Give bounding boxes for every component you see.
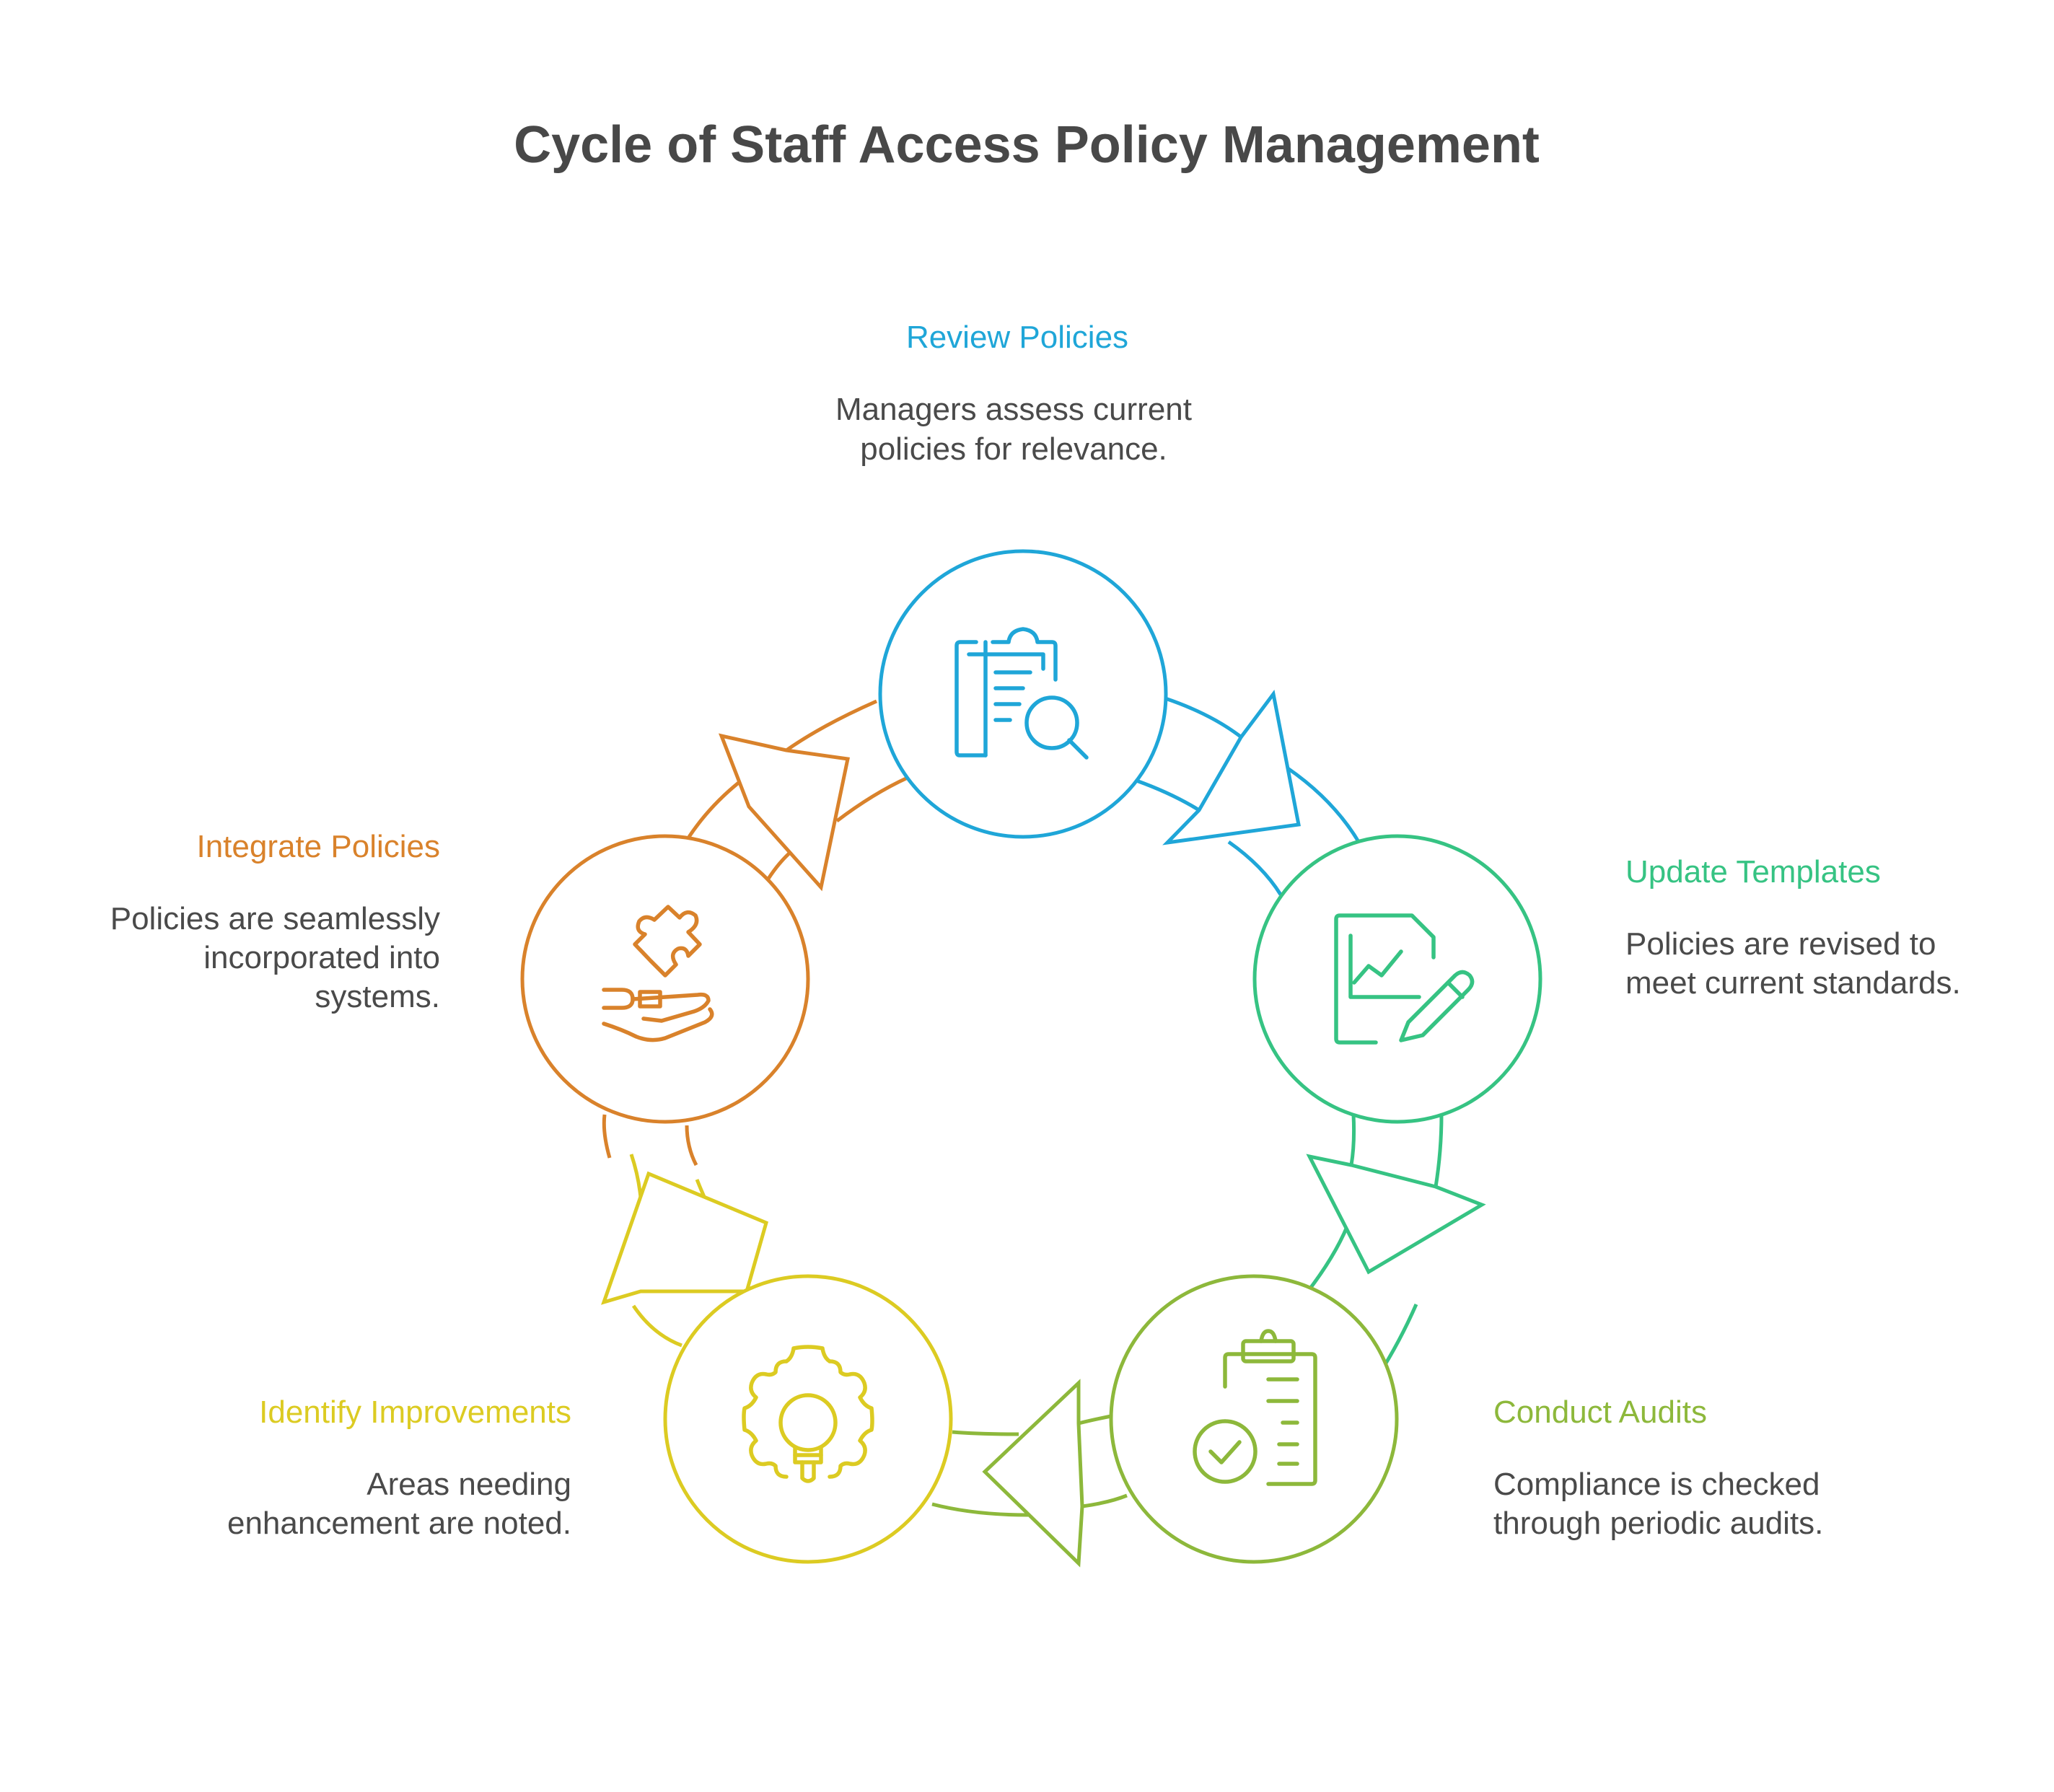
arrow-improvements-to-integrate <box>601 1171 769 1305</box>
connector-update-to-audits <box>1301 1114 1444 1383</box>
step-title-integrate: Integrate Policies <box>196 829 440 864</box>
step-desc-update-line-1: Policies are revised to <box>1625 926 1936 962</box>
arrow-integrate-to-review <box>718 733 850 892</box>
step-title-improvements: Identify Improvements <box>259 1394 571 1430</box>
step-desc-improvements-line-1: Areas needing <box>367 1467 571 1502</box>
step-labels: Review Policies Managers assess current … <box>110 320 1961 1541</box>
step-circle-audits <box>1109 1274 1399 1564</box>
step-desc-audits-line-2: through periodic audits. <box>1493 1506 1823 1541</box>
step-desc-audits-line-1: Compliance is checked <box>1493 1467 1820 1502</box>
step-desc-integrate-line-1: Policies are seamlessly <box>110 901 440 936</box>
step-label-audits: Conduct Audits Compliance is checked thr… <box>1493 1394 1823 1541</box>
step-title-audits: Conduct Audits <box>1493 1394 1707 1430</box>
arrow-review-to-update <box>1162 689 1301 846</box>
step-circle-improvements <box>663 1274 953 1564</box>
gear-lightbulb-icon <box>742 1345 874 1483</box>
step-circle-integrate <box>520 834 810 1124</box>
page-title: Cycle of Staff Access Policy Management <box>514 116 1540 174</box>
step-label-update: Update Templates Policies are revised to… <box>1625 854 1961 1001</box>
clipboard-check-icon <box>1193 1329 1317 1486</box>
step-title-review: Review Policies <box>906 320 1128 355</box>
step-desc-integrate-line-3: systems. <box>315 979 440 1014</box>
step-label-integrate: Integrate Policies Policies are seamless… <box>110 829 440 1014</box>
arrow-audits-to-improvements <box>982 1379 1084 1568</box>
step-label-improvements: Identify Improvements Areas needing enha… <box>227 1394 571 1541</box>
hand-puzzle-icon <box>602 905 714 1042</box>
clipboard-search-icon <box>954 627 1089 760</box>
connector-integrate-to-review <box>602 699 909 1167</box>
cycle-arrows <box>601 689 1486 1568</box>
step-desc-review-line-1: Managers assess current <box>835 392 1192 427</box>
cycle-nodes <box>520 549 1542 1564</box>
step-circle-review <box>878 549 1168 839</box>
step-title-update: Update Templates <box>1625 854 1881 890</box>
document-chart-edit-icon <box>1334 913 1475 1045</box>
step-label-review: Review Policies Managers assess current … <box>835 320 1192 467</box>
step-desc-integrate-line-2: incorporated into <box>203 940 440 975</box>
connector-review-to-update <box>1136 696 1362 896</box>
step-desc-improvements-line-2: enhancement are noted. <box>227 1506 571 1541</box>
step-desc-update-line-2: meet current standards. <box>1625 965 1961 1001</box>
step-circle-update <box>1252 834 1542 1124</box>
step-desc-review-line-2: policies for relevance. <box>860 431 1167 467</box>
arrow-update-to-audits <box>1306 1154 1486 1275</box>
connector-audits-to-improvements <box>931 1414 1128 1517</box>
